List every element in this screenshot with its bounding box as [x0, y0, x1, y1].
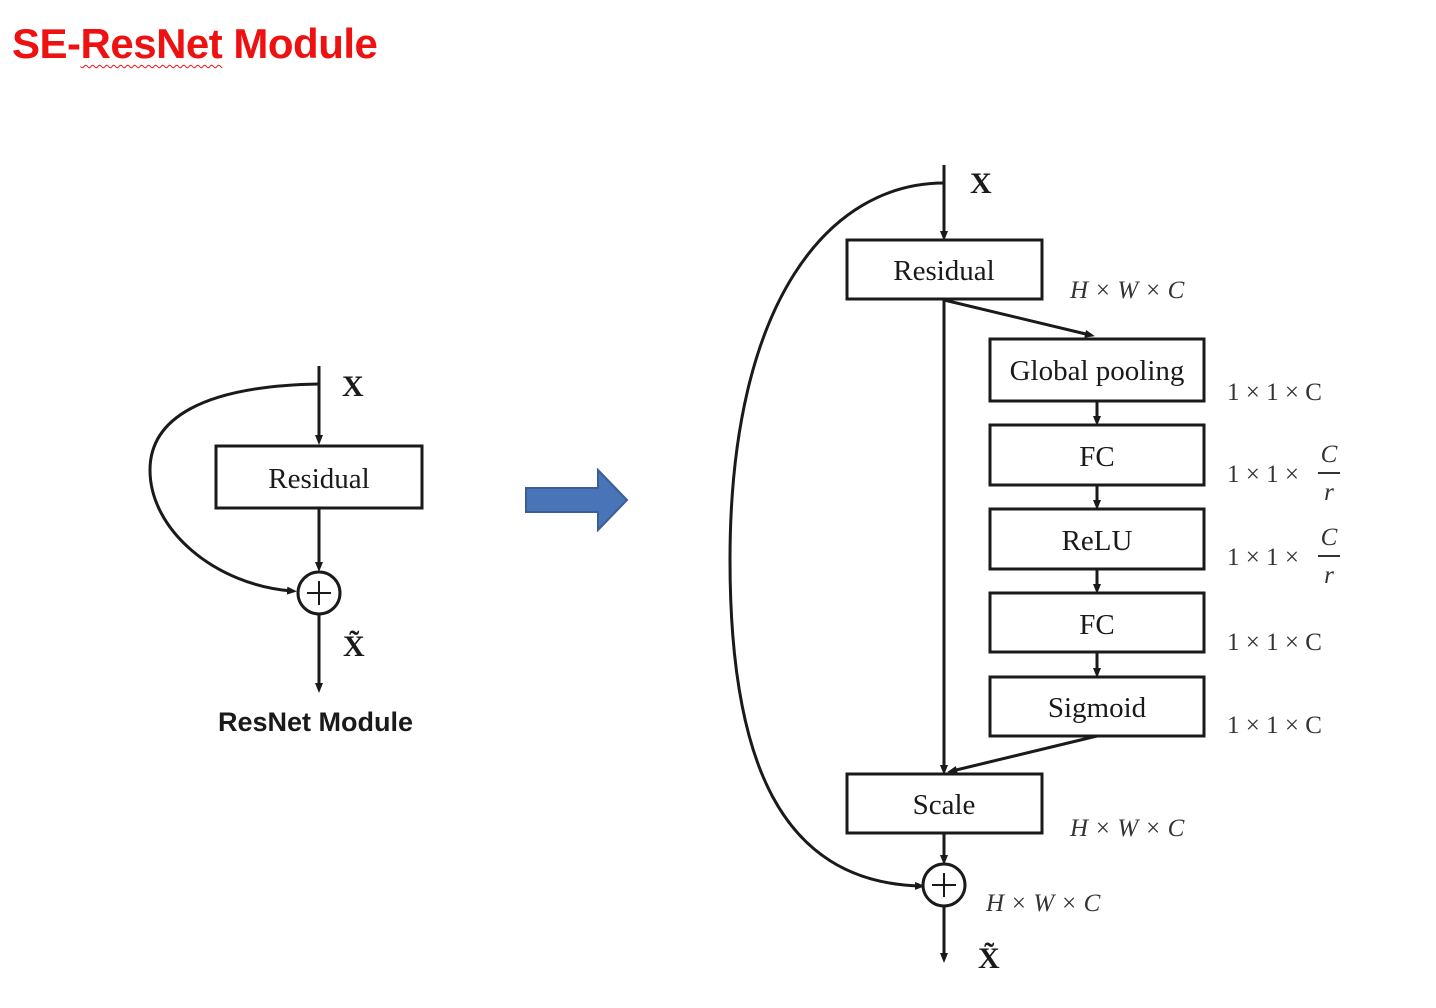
- se-residual-label: Residual: [893, 255, 995, 287]
- scale-label: Scale: [913, 789, 976, 821]
- fc2-label: FC: [1079, 609, 1114, 641]
- sigmoid-dim: 1 × 1 × C: [1227, 712, 1322, 739]
- page-title: SE-ResNet Module: [12, 18, 378, 70]
- relu-frac-numerator: C: [1321, 524, 1338, 551]
- sigmoid-box: [988, 675, 1206, 738]
- se-residual-dim: H × W × C: [1069, 277, 1185, 304]
- title-suffix: Module: [222, 20, 378, 67]
- se-residual-box: [845, 238, 1044, 301]
- relu-box: [988, 507, 1206, 571]
- fc1-frac-numerator: C: [1321, 441, 1338, 468]
- se-skip-connection: [728, 181, 945, 890]
- global-pooling-box: [988, 337, 1206, 403]
- fc2-box: [988, 591, 1206, 654]
- se-branch-item-2: FC 1 × 1 × C r: [988, 423, 1340, 506]
- relu-dim: 1 × 1 ×: [1227, 544, 1299, 571]
- resnet-input-label: X: [342, 370, 364, 403]
- fc1-label: FC: [1079, 441, 1114, 473]
- resnet-module-caption: ResNet Module: [218, 707, 414, 737]
- se-output-label: X̃: [978, 942, 1000, 975]
- se-branch-item-4: FC 1 × 1 × C: [988, 591, 1322, 656]
- fc1-dim: 1 × 1 ×: [1227, 461, 1299, 488]
- resnet-residual-label: Residual: [268, 463, 370, 495]
- se-branch-item-3: ReLU 1 × 1 × C r: [988, 507, 1340, 589]
- title-prefix: SE-: [12, 20, 81, 67]
- scale-box: [845, 772, 1044, 835]
- resnet-sum-node: [296, 570, 342, 616]
- fc1-box: [988, 423, 1206, 487]
- se-sum-dim: H × W × C: [985, 890, 1101, 917]
- se-sum-node: [921, 862, 967, 908]
- relu-frac-denominator: r: [1324, 562, 1334, 589]
- relu-label: ReLU: [1062, 525, 1133, 557]
- se-branch-exit-arrow: [947, 734, 1098, 774]
- se-branch-item-5: Sigmoid 1 × 1 × C: [988, 675, 1322, 739]
- se-input-label: X: [970, 167, 992, 200]
- resnet-output-label: X̃: [343, 630, 365, 663]
- se-scale-block: Scale: [845, 772, 1044, 835]
- se-branch-item-1: Global pooling 1 × 1 × C: [988, 337, 1322, 406]
- fc2-dim: 1 × 1 × C: [1227, 629, 1322, 656]
- resnet-module-diagram: X Residual X̃: [148, 366, 424, 693]
- se-branch-entry-arrow: [943, 298, 1095, 338]
- resnet-residual-box: [214, 444, 424, 510]
- resnet-residual-block: Residual: [214, 444, 424, 510]
- global-pooling-label: Global pooling: [1010, 355, 1185, 387]
- title-underlined-word: ResNet: [80, 20, 223, 67]
- se-resnet-module-diagram: X Residual H × W × C Global pooling 1 × …: [728, 165, 1340, 975]
- resnet-skip-connection: [148, 382, 320, 595]
- sigmoid-label: Sigmoid: [1048, 692, 1147, 724]
- se-residual-block: Residual: [845, 238, 1044, 301]
- global-pooling-dim: 1 × 1 × C: [1227, 379, 1322, 406]
- fc1-frac-denominator: r: [1324, 479, 1334, 506]
- scale-dim: H × W × C: [1069, 815, 1185, 842]
- right-arrow-icon: [525, 467, 629, 533]
